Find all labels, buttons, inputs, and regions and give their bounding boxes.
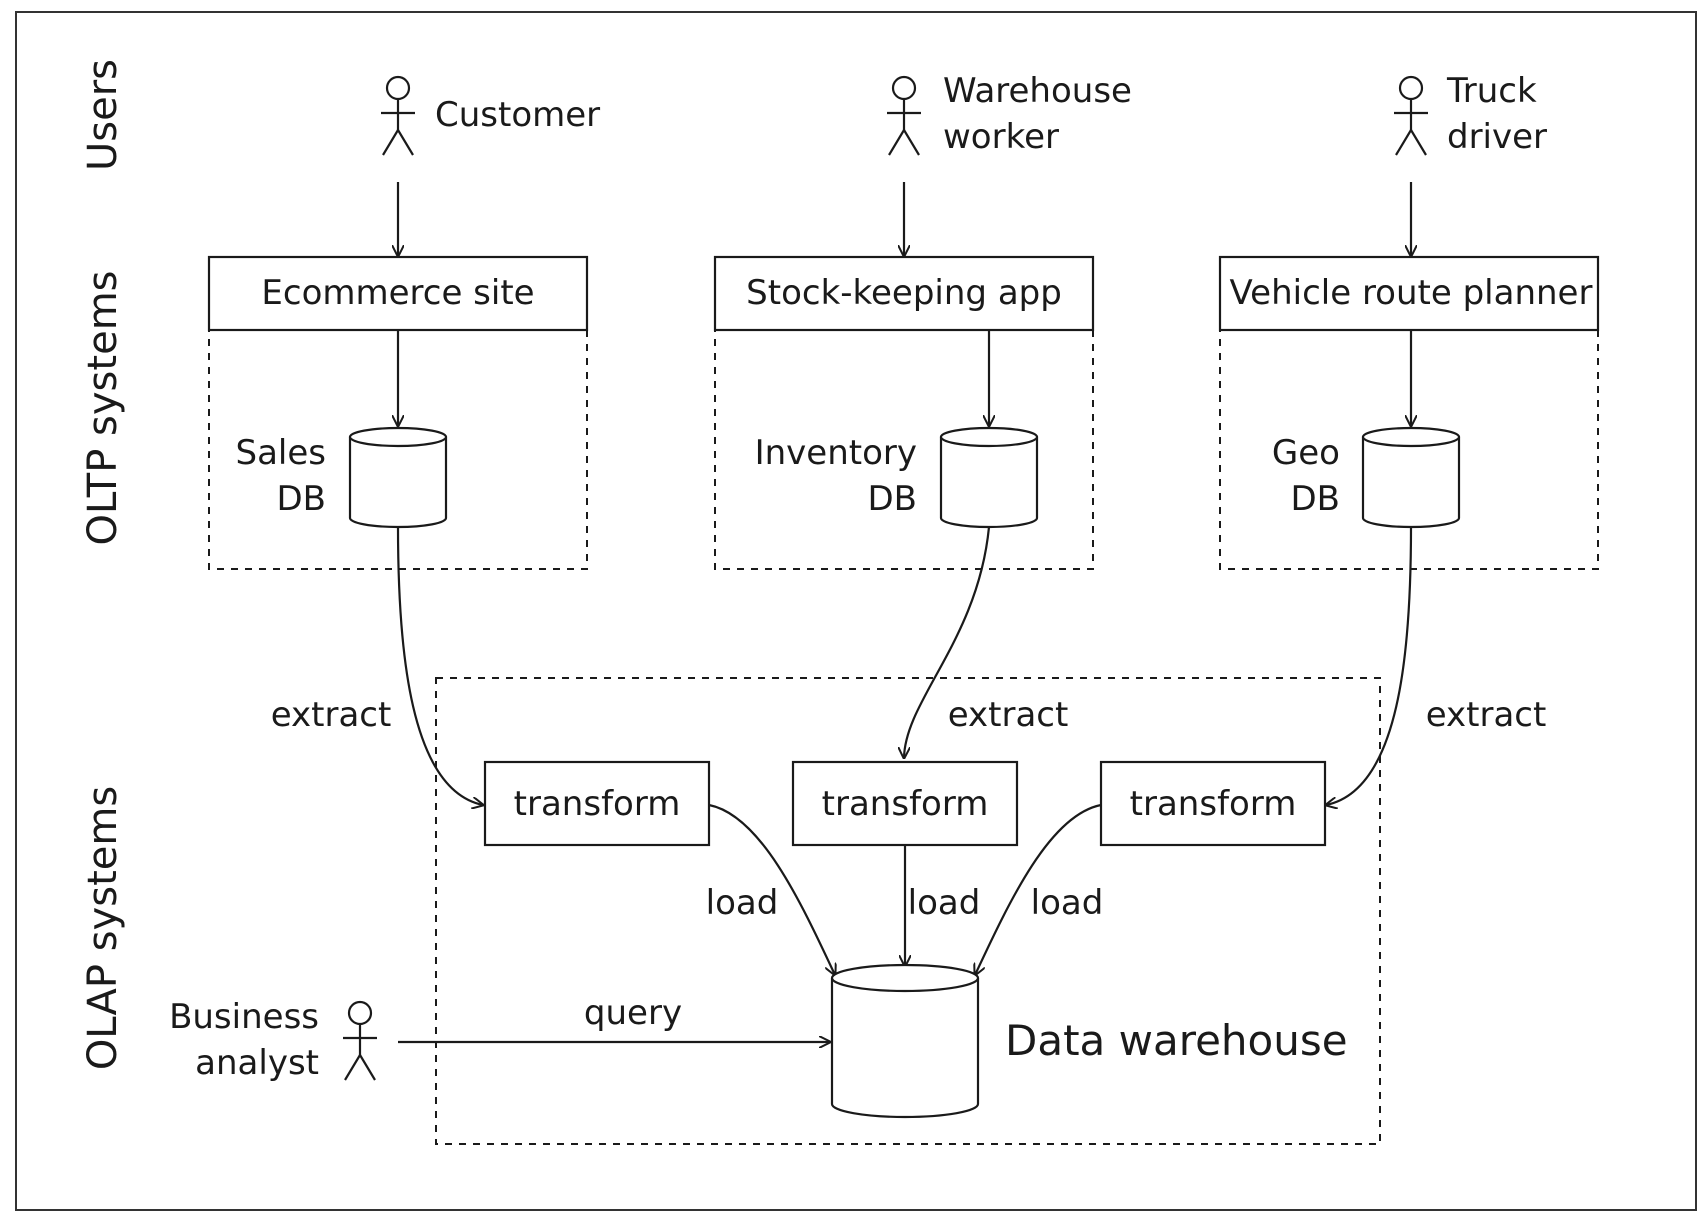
data-warehouse-cylinder-icon [830,963,980,1119]
warehouse-worker-actor-icon [887,75,921,156]
business-analyst-label-line1: Business [169,997,319,1037]
query-label: query [584,993,682,1033]
customer-label: Customer [435,95,600,135]
customer-actor-icon [381,75,415,156]
outer-frame [15,11,1697,1211]
load-arrow-geo [975,803,1102,975]
load-label-inventory: load [908,883,981,923]
inventory-db-cylinder-icon [939,426,1039,529]
lane-label-users: Users [80,59,126,171]
extract-label-sales: extract [271,695,392,735]
data-warehouse-label: Data warehouse [1005,1016,1348,1065]
sales-db-label-line2: DB [276,479,326,519]
svg-text:transform: transform [822,784,989,824]
transform-box-inventory: transform [791,760,1019,847]
truck-driver-label-line2: driver [1447,117,1547,157]
transform-box-geo: transform [1099,760,1327,847]
sales-db-cylinder-icon [348,426,448,529]
olap-container [435,677,1381,1145]
ecommerce-site-box: Ecommerce site [207,255,589,332]
svg-text:transform: transform [1130,784,1297,824]
inventory-extract-arrow [904,526,991,758]
truck-driver-label-line1: Truck [1446,71,1537,111]
lane-label-oltp: OLTP systems [80,271,126,546]
transform-box-sales: transform [483,760,711,847]
sales-extract-arrow [396,526,483,805]
geo-db-label-line2: DB [1290,479,1340,519]
load-label-geo: load [1031,883,1104,923]
geo-db-cylinder-icon [1361,426,1461,529]
lane-label-olap: OLAP systems [80,786,126,1070]
warehouse-worker-label-line2: worker [943,117,1059,157]
warehouse-worker-label-line1: Warehouse [943,71,1132,111]
svg-text:transform: transform [514,784,681,824]
svg-text:Ecommerce site: Ecommerce site [261,273,534,313]
geo-extract-arrow [1326,526,1413,805]
sales-db-label-line1: Sales [236,433,327,473]
load-label-sales: load [706,883,779,923]
extract-label-inventory: extract [948,695,1069,735]
truck-driver-actor-icon [1394,75,1428,156]
stock-keeping-app-box: Stock-keeping app [713,255,1095,332]
load-arrow-sales [708,803,835,975]
inventory-db-label-line2: DB [867,479,917,519]
svg-text:Stock-keeping app: Stock-keeping app [746,273,1062,313]
geo-db-label-line1: Geo [1272,433,1340,473]
svg-text:Vehicle route planner: Vehicle route planner [1230,273,1593,313]
business-analyst-actor-icon [343,1000,377,1081]
business-analyst-label-line2: analyst [195,1043,319,1083]
inventory-db-label-line1: Inventory [755,433,917,473]
vehicle-route-planner-box: Vehicle route planner [1218,255,1600,332]
extract-label-geo: extract [1426,695,1547,735]
